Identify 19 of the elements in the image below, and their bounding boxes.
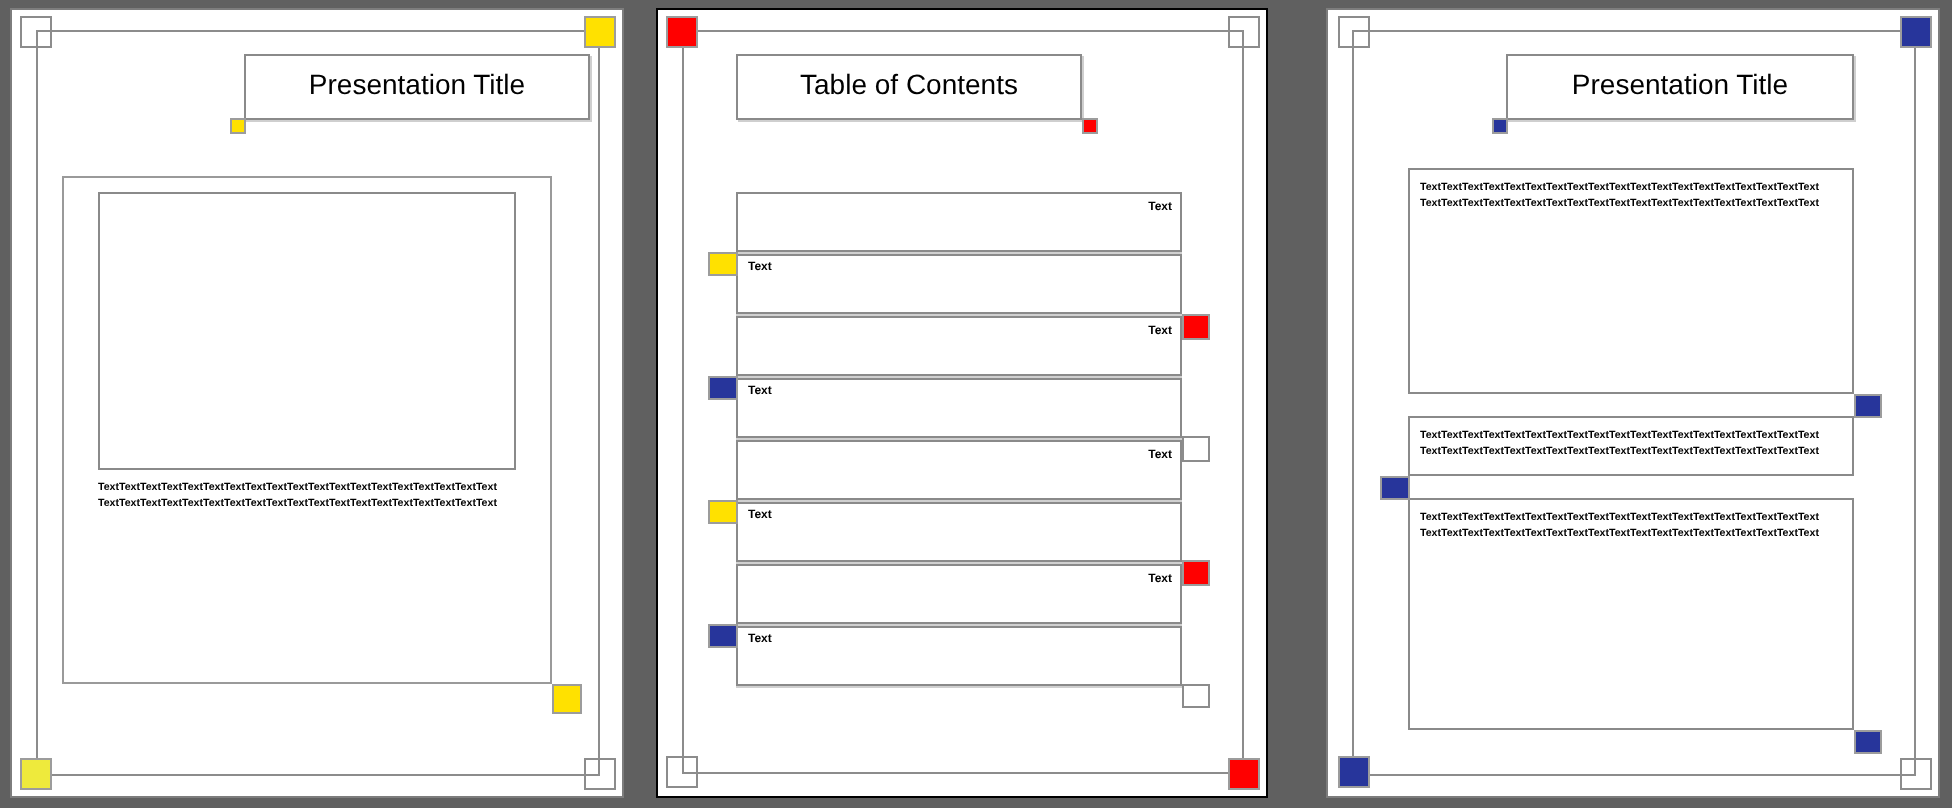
- content-frame: [1408, 416, 1854, 476]
- title-text: Presentation Title: [1571, 70, 1789, 98]
- contents-row: [736, 440, 1182, 500]
- content-frame: [62, 176, 552, 684]
- contents-row: [736, 626, 1182, 686]
- image-placeholder: [98, 192, 516, 470]
- contents-row: [736, 378, 1182, 438]
- title-frame: [1506, 54, 1854, 120]
- title-frame: [244, 54, 590, 120]
- contents-row: [736, 564, 1182, 624]
- content-frame: [1408, 498, 1854, 730]
- contents-row: [736, 254, 1182, 314]
- content-frame: [1408, 168, 1854, 394]
- contents-row: [736, 192, 1182, 252]
- title-text: Table of Contents: [800, 70, 1018, 98]
- contents-row: [736, 502, 1182, 562]
- title-frame: [736, 54, 1082, 120]
- title-text: Presentation Title: [308, 70, 526, 98]
- contents-row: [736, 316, 1182, 376]
